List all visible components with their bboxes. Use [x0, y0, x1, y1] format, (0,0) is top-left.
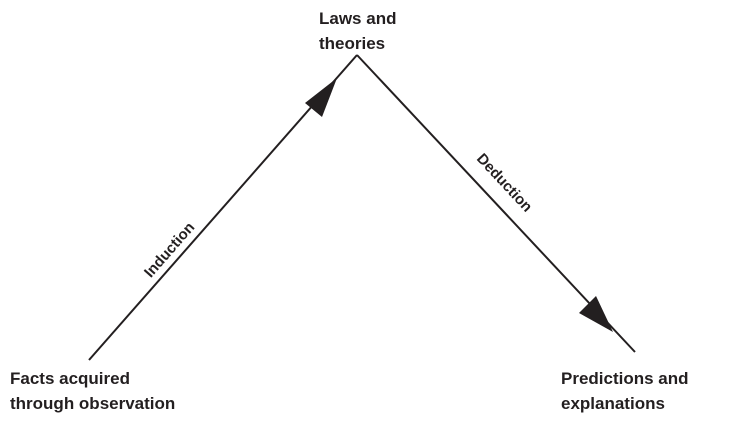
- predictions-line1: Predictions and: [561, 369, 689, 388]
- laws-and-theories-label: Laws and theories: [319, 6, 396, 56]
- predictions-label: Predictions and explanations: [561, 366, 689, 416]
- facts-line1: Facts acquired: [10, 369, 130, 388]
- facts-line2: through observation: [10, 394, 176, 413]
- facts-label: Facts acquired through observation: [10, 366, 175, 416]
- laws-and-theories-line2: theories: [319, 34, 386, 53]
- deduction-arrowhead: [579, 296, 613, 332]
- deduction-label: Deduction: [473, 150, 535, 215]
- predictions-line2: explanations: [561, 394, 665, 413]
- deduction-line: [356, 54, 636, 353]
- induction-arrowhead: [305, 78, 337, 117]
- laws-and-theories-line1: Laws and: [319, 9, 397, 28]
- induction-label: Induction: [141, 219, 198, 281]
